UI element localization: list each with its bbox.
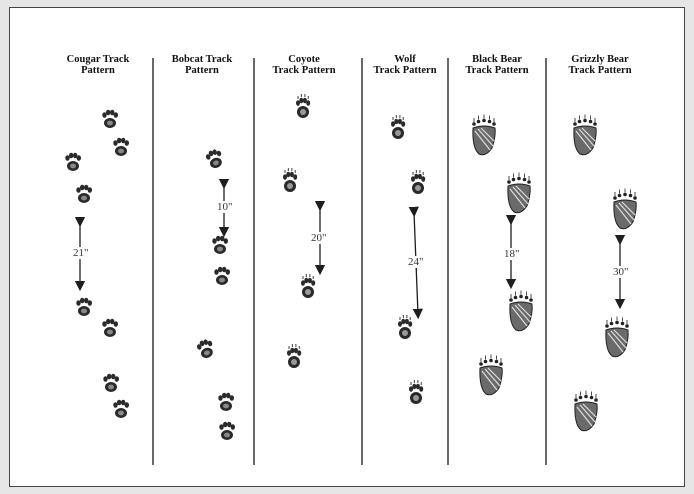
wolf-distance-label: 24" (407, 256, 425, 268)
paw-print-icon (113, 138, 129, 156)
paw-print-icon (391, 115, 405, 139)
paw-print-icon (65, 153, 81, 171)
bear-print-icon (573, 115, 597, 155)
paw-print-icon (195, 338, 216, 360)
paw-print-icon (113, 400, 129, 418)
paw-print-icon (102, 110, 118, 128)
paw-print-icon (296, 94, 310, 118)
bear-print-icon (507, 173, 531, 213)
coyote-distance-label: 20" (310, 232, 328, 244)
paw-print-icon (283, 168, 297, 192)
grizzly-distance-label: 30" (612, 266, 630, 278)
paw-print-icon (103, 374, 119, 392)
frame-bottom-edge (9, 473, 685, 487)
bear-print-icon (574, 391, 598, 431)
bear-print-icon (479, 355, 503, 395)
paw-print-icon (411, 170, 425, 194)
bobcat-distance-label: 10" (216, 201, 234, 213)
black-bear-distance-label: 18" (503, 248, 521, 260)
paw-print-icon (204, 148, 225, 170)
bear-print-icon (472, 115, 496, 155)
paw-print-icon (409, 380, 423, 404)
bear-print-icon (605, 317, 629, 357)
paw-print-icon (218, 393, 234, 411)
bear-print-icon (509, 291, 533, 331)
paw-print-icon (398, 315, 412, 339)
paw-print-icon (76, 185, 92, 203)
paw-print-icon (212, 236, 228, 254)
paw-print-icon (102, 319, 118, 337)
paw-print-icon (219, 422, 235, 440)
paw-print-icon (76, 298, 92, 316)
bear-print-icon (613, 189, 637, 229)
paw-print-icon (214, 267, 230, 285)
paw-print-icon (301, 274, 315, 298)
paw-print-icon (287, 344, 301, 368)
cougar-distance-label: 21" (72, 247, 90, 259)
